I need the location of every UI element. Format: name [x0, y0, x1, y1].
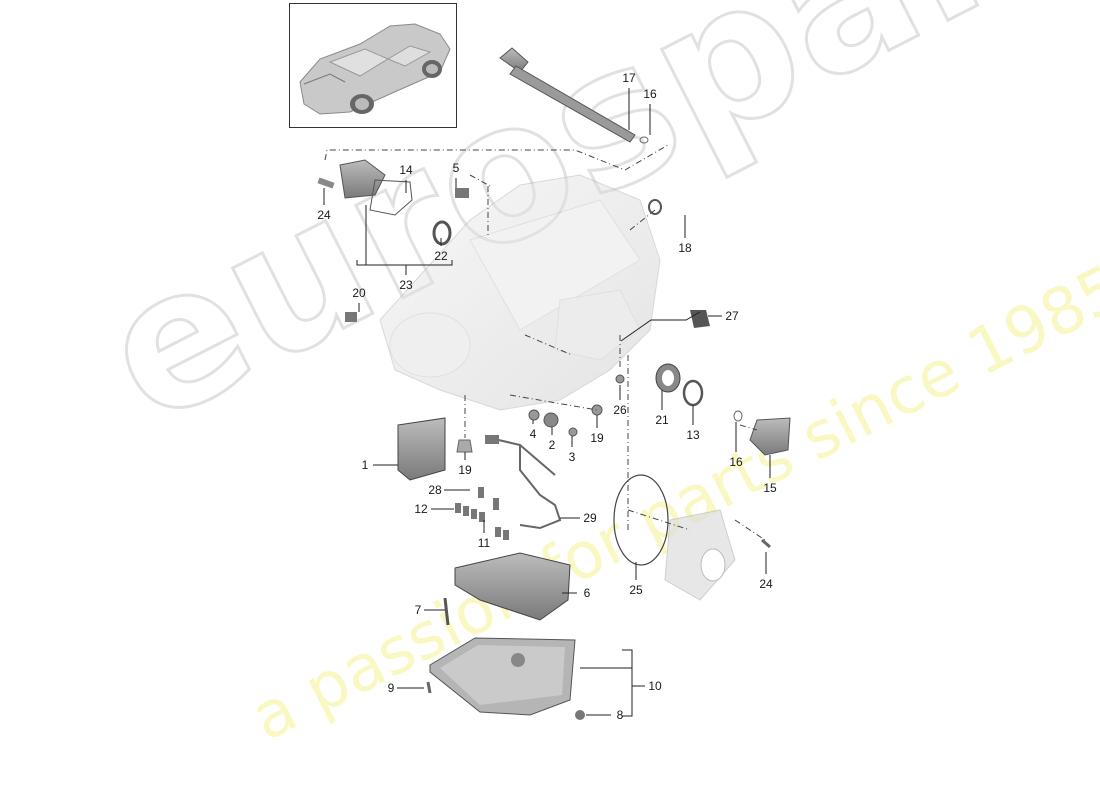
callout-6[interactable]: 6	[583, 586, 591, 600]
callout-9[interactable]: 9	[387, 681, 395, 695]
callout-7[interactable]: 7	[414, 603, 422, 617]
drive-shaft	[499, 47, 636, 143]
callout-20[interactable]: 20	[352, 286, 366, 300]
callout-16a[interactable]: 16	[643, 87, 657, 101]
callout-24b[interactable]: 24	[759, 577, 773, 591]
callout-12[interactable]: 12	[414, 502, 428, 516]
callout-26[interactable]: 26	[613, 403, 627, 417]
callout-17[interactable]: 17	[622, 71, 636, 85]
callout-28[interactable]: 28	[428, 483, 442, 497]
callout-21[interactable]: 21	[655, 413, 669, 427]
callout-13[interactable]: 13	[686, 428, 700, 442]
car-icon	[299, 23, 451, 115]
callout-16b[interactable]: 16	[729, 455, 743, 469]
vehicle-thumbnail	[289, 3, 457, 128]
callout-3[interactable]: 3	[568, 450, 576, 464]
callout-18[interactable]: 18	[678, 241, 692, 255]
callout-27[interactable]: 27	[725, 309, 739, 323]
callout-2[interactable]: 2	[548, 438, 556, 452]
transmission-housing	[379, 174, 661, 411]
callout-15[interactable]: 15	[763, 481, 777, 495]
callout-23[interactable]: 23	[399, 278, 413, 292]
callout-19b[interactable]: 19	[590, 431, 604, 445]
callout-1[interactable]: 1	[361, 458, 369, 472]
callout-22[interactable]: 22	[434, 249, 448, 263]
callout-29[interactable]: 29	[583, 511, 597, 525]
callout-10[interactable]: 10	[648, 679, 662, 693]
callout-4[interactable]: 4	[529, 427, 537, 441]
callout-19a[interactable]: 19	[458, 463, 472, 477]
callout-11[interactable]: 11	[477, 536, 491, 550]
callout-8[interactable]: 8	[616, 708, 624, 722]
callout-14[interactable]: 14	[399, 163, 413, 177]
callout-25[interactable]: 25	[629, 583, 643, 597]
callout-24a[interactable]: 24	[317, 208, 331, 222]
callout-5[interactable]: 5	[452, 161, 460, 175]
